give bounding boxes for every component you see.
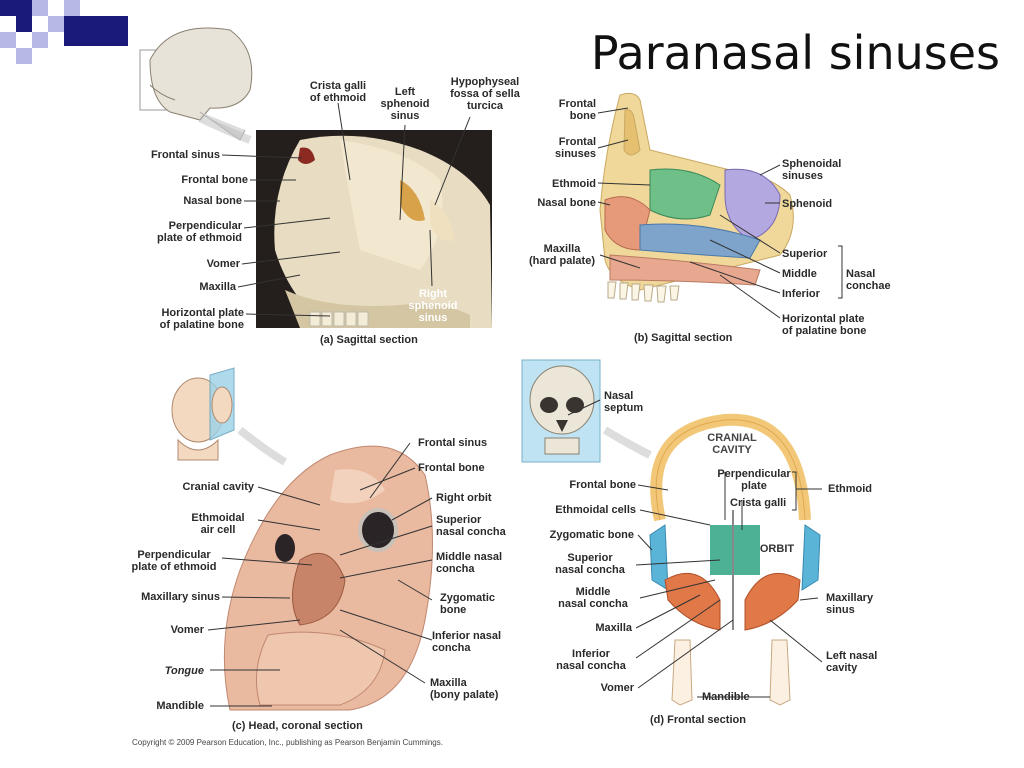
label-inferior-concha-c: Inferior nasal concha — [432, 630, 502, 654]
skull-thumbnail-d — [521, 359, 601, 463]
skull-thumbnail-a — [139, 27, 253, 141]
label-vomer-d: Vomer — [600, 682, 634, 694]
frontal-section-d — [649, 413, 821, 706]
label-maxilla-b: Maxilla (hard palate) — [528, 243, 595, 267]
label-vomer-a: Vomer — [206, 258, 240, 270]
label-orbit-d: ORBIT — [759, 543, 795, 555]
caption-a: (a) Sagittal section — [320, 334, 418, 346]
label-middle-concha-c: Middle nasal concha — [436, 551, 503, 575]
label-ethmoid-d: Ethmoid — [828, 483, 872, 495]
label-middle-b: Middle — [782, 268, 817, 280]
label-zygomatic-d: Zygomatic bone — [549, 529, 634, 541]
label-horizontal-plate-b: Horizontal plate of palatine bone — [782, 313, 867, 337]
label-nasal-septum-d: Nasal septum — [604, 390, 644, 414]
label-right-orbit-c: Right orbit — [436, 492, 492, 504]
label-nasal-bone-b: Nasal bone — [537, 197, 596, 209]
label-horizontal-plate-a: Horizontal plate of palatine bone — [159, 307, 244, 331]
label-ethmoidal-cells-d: Ethmoidal cells — [555, 504, 636, 516]
label-right-sphenoid-a: Right sphenoid sinus — [408, 288, 458, 324]
label-frontal-sinuses-b: Frontal sinuses — [555, 136, 596, 160]
caption-c: (c) Head, coronal section — [232, 720, 363, 732]
label-left-nasal-cavity-d: Left nasal cavity — [826, 650, 878, 674]
label-ethmoidal-air-cell-c: Ethmoidal air cell — [191, 512, 245, 536]
label-maxillary-sinus-d: Maxillary sinus — [826, 592, 874, 616]
label-zygomatic-c: Zygomatic bone — [440, 592, 496, 616]
label-cranial-cavity-c: Cranial cavity — [182, 481, 254, 493]
leader-lines — [207, 102, 843, 707]
copyright-notice: Copyright © 2009 Pearson Education, Inc.… — [132, 738, 443, 747]
label-frontal-bone-a: Frontal bone — [181, 174, 248, 186]
label-nasal-bone-a: Nasal bone — [183, 195, 242, 207]
label-middle-concha-d: Middle nasal concha — [558, 586, 628, 610]
label-tongue-c: Tongue — [164, 665, 204, 677]
label-crista-galli-a: Crista galli of ethmoid — [309, 80, 367, 104]
label-maxilla-d: Maxilla — [595, 622, 632, 634]
label-frontal-bone-b: Frontal bone — [558, 98, 596, 122]
label-mandible-d: Mandible — [702, 691, 750, 703]
label-left-sphenoid-a: Left sphenoid sinus — [380, 86, 430, 122]
label-frontal-bone-c: Frontal bone — [418, 462, 485, 474]
label-maxilla-c: Maxilla (bony palate) — [430, 677, 499, 701]
label-inferior-concha-d: Inferior nasal concha — [556, 648, 626, 672]
label-maxilla-a: Maxilla — [199, 281, 236, 293]
slide-title: Paranasal sinuses — [590, 26, 1000, 80]
label-superior-concha-d: Superior nasal concha — [555, 552, 625, 576]
label-perpendicular-c: Perpendicular plate of ethmoid — [131, 549, 217, 573]
label-sphenoid-b: Sphenoid — [782, 198, 833, 210]
label-nasal-conchae-b: Nasal conchae — [846, 268, 891, 292]
label-hypophyseal-a: Hypophyseal fossa of sella turcica — [450, 76, 520, 112]
label-frontal-sinus-c: Frontal sinus — [418, 437, 488, 449]
label-superior-concha-c: Superior nasal concha — [436, 514, 506, 538]
label-mandible-c: Mandible — [156, 700, 204, 712]
label-frontal-bone-d: Frontal bone — [569, 479, 636, 491]
label-vomer-c: Vomer — [170, 624, 204, 636]
label-maxillary-sinus-c: Maxillary sinus — [141, 591, 220, 603]
label-perpendicular-a: Perpendicular plate of ethmoid — [157, 220, 242, 244]
sagittal-illustration-b — [599, 92, 794, 303]
caption-b: (b) Sagittal section — [634, 332, 733, 344]
label-superior-b: Superior — [782, 248, 828, 260]
caption-d: (d) Frontal section — [650, 714, 746, 726]
label-ethmoid-b: Ethmoid — [552, 178, 596, 190]
label-sphenoidal-sinuses-b: Sphenoidal sinuses — [782, 158, 842, 182]
label-cranial-cavity-d: CRANIAL CAVITY — [707, 432, 757, 456]
coronal-photo-c — [223, 445, 433, 711]
label-frontal-sinus-a: Frontal sinus — [150, 149, 220, 161]
label-inferior-b: Inferior — [782, 288, 820, 300]
head-thumbnail-c — [171, 367, 235, 461]
label-perpendicular-plate-d: Perpendicular plate — [717, 468, 791, 492]
label-crista-galli-d: Crista galli — [730, 497, 787, 509]
